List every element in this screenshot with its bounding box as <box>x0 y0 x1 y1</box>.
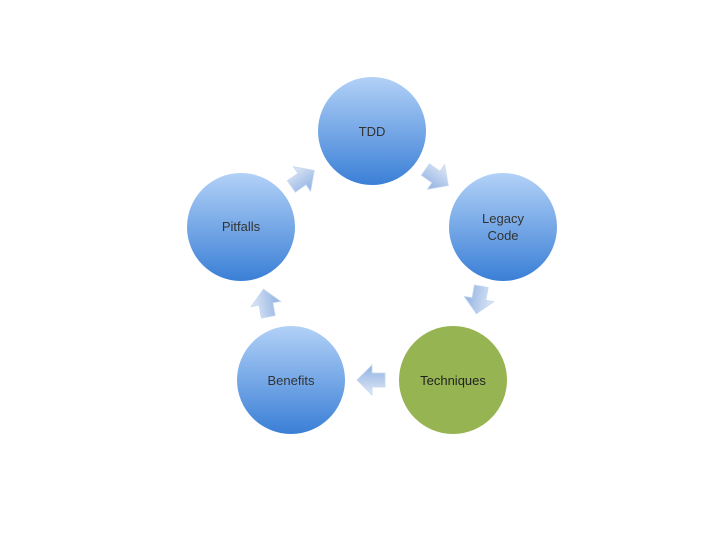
arrow-legacy-to-techniques-icon <box>463 284 495 315</box>
node-tdd: TDD <box>318 77 426 185</box>
node-legacy-code-label-line1: Legacy <box>482 211 524 226</box>
node-techniques-label: Techniques <box>420 373 486 388</box>
arrow-techniques-to-benefits-icon <box>356 364 386 396</box>
arrow-pitfalls-to-tdd-icon <box>286 166 315 193</box>
arrow-benefits-to-pitfalls-icon <box>250 288 282 319</box>
node-legacy-code-label-line2: Code <box>487 228 518 243</box>
node-pitfalls-label: Pitfalls <box>222 219 261 234</box>
node-techniques: Techniques <box>399 326 507 434</box>
node-benefits-label: Benefits <box>268 373 315 388</box>
node-benefits: Benefits <box>237 326 345 434</box>
node-tdd-label: TDD <box>359 124 386 139</box>
node-pitfalls: Pitfalls <box>187 173 295 281</box>
node-legacy-code: Legacy Code <box>449 173 557 281</box>
arrow-tdd-to-legacy-icon <box>420 163 449 190</box>
